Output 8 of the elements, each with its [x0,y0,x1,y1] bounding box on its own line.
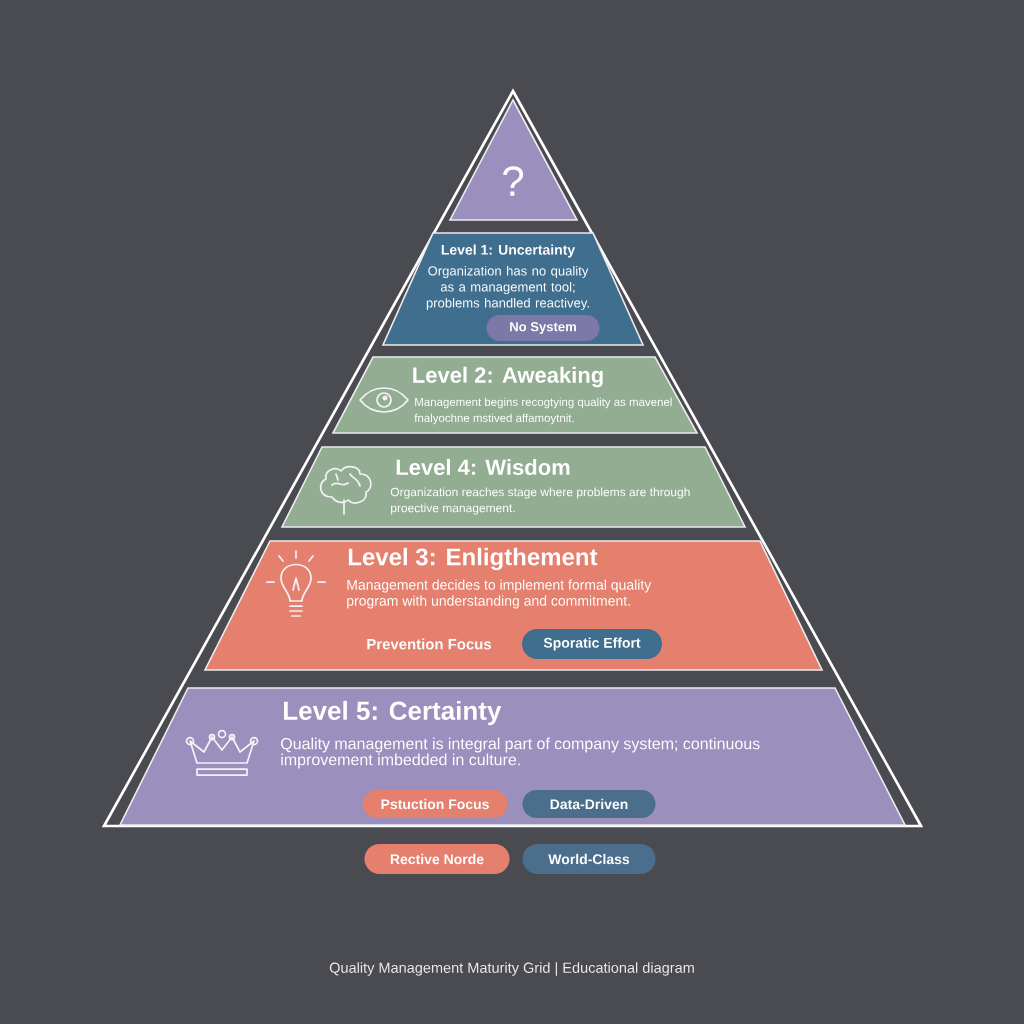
tag-pill: Rective Norde [364,844,510,874]
tag-pill: Sporatic Effort [522,629,662,659]
tag-pill: Pstuction Focus [362,790,508,818]
tag-label: Prevention Focus [367,638,492,650]
tag-pill: World-Class [522,844,656,874]
tag-pill: Data-Driven [522,790,656,818]
tag-pill: No System [486,315,600,341]
caption: Quality Management Maturity Grid | Educational diagram [329,962,694,976]
